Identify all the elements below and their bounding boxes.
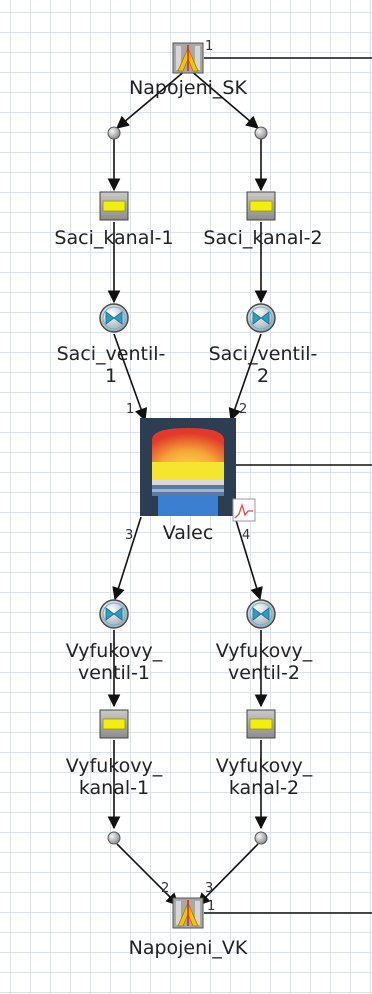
line-node-4-to-vk	[197, 843, 259, 906]
node-dot-icon[interactable]	[107, 831, 121, 845]
label-napojeni-vk: Napojeni_VK	[128, 937, 248, 959]
channel-icon[interactable]	[99, 191, 129, 221]
cylinder-icon[interactable]	[140, 418, 236, 516]
valve-icon[interactable]	[246, 303, 276, 333]
plot-icon[interactable]	[232, 498, 256, 522]
label-line: Vyfukovy_	[65, 640, 163, 662]
label-line: Vyfukovy_	[215, 640, 313, 662]
label-line: ventil-1	[78, 662, 150, 684]
channel-icon[interactable]	[246, 709, 276, 739]
line-ventil-1-to-valec	[113, 333, 148, 422]
valve-icon[interactable]	[246, 599, 276, 629]
line-valec-to-vventil-2	[234, 516, 263, 601]
connections	[107, 57, 372, 914]
channel-icon[interactable]	[246, 191, 276, 221]
label-saci-kanal-1: Saci_kanal-1	[54, 227, 174, 249]
label-vyfukovy-kanal-2: Vyfukovy_ kanal-2	[216, 755, 312, 799]
port-number: 3	[125, 528, 134, 543]
port-number: 1	[207, 899, 216, 914]
line-node-3-to-vk	[116, 843, 179, 906]
port-number: 1	[126, 402, 135, 417]
label-line: Vyfukovy_	[65, 755, 163, 777]
line-valec-to-vventil-1	[112, 516, 142, 601]
valve-icon[interactable]	[99, 599, 129, 629]
label-line: 1	[104, 365, 118, 387]
label-line: ventil-2	[228, 662, 300, 684]
label-line: kanal-1	[78, 777, 150, 799]
label-line: kanal-2	[228, 777, 300, 799]
label-line: Saci_ventil-	[208, 343, 318, 365]
label-line: Saci_ventil-	[56, 343, 166, 365]
junction-icon[interactable]	[172, 897, 204, 929]
node-dot-icon[interactable]	[107, 126, 121, 140]
line-ventil-2-to-valec	[228, 333, 262, 422]
label-saci-ventil-2: Saci_ventil- 2	[209, 343, 318, 387]
port-number: 1	[205, 39, 214, 54]
label-line: Vyfukovy_	[215, 755, 313, 777]
channel-icon[interactable]	[99, 709, 129, 739]
port-number: 2	[239, 402, 248, 417]
label-vyfukovy-kanal-1: Vyfukovy_ kanal-1	[66, 755, 162, 799]
port-number: 4	[242, 528, 251, 543]
valve-icon[interactable]	[99, 303, 129, 333]
label-saci-kanal-2: Saci_kanal-2	[203, 227, 323, 249]
label-vyfukovy-ventil-2: Vyfukovy_ ventil-2	[216, 640, 312, 684]
label-line: 2	[256, 365, 270, 387]
label-napojeni-sk: Napojeni_SK	[129, 77, 247, 99]
label-valec: Valec	[162, 522, 214, 544]
label-saci-ventil-1: Saci_ventil- 1	[57, 343, 166, 387]
label-vyfukovy-ventil-1: Vyfukovy_ ventil-1	[66, 640, 162, 684]
port-number: 2	[161, 881, 170, 896]
junction-icon[interactable]	[172, 42, 204, 74]
port-number: 3	[205, 881, 214, 896]
node-dot-icon[interactable]	[254, 126, 268, 140]
line-sk-to-node-1	[116, 69, 187, 129]
line-sk-to-node-2	[189, 69, 259, 129]
node-dot-icon[interactable]	[254, 831, 268, 845]
